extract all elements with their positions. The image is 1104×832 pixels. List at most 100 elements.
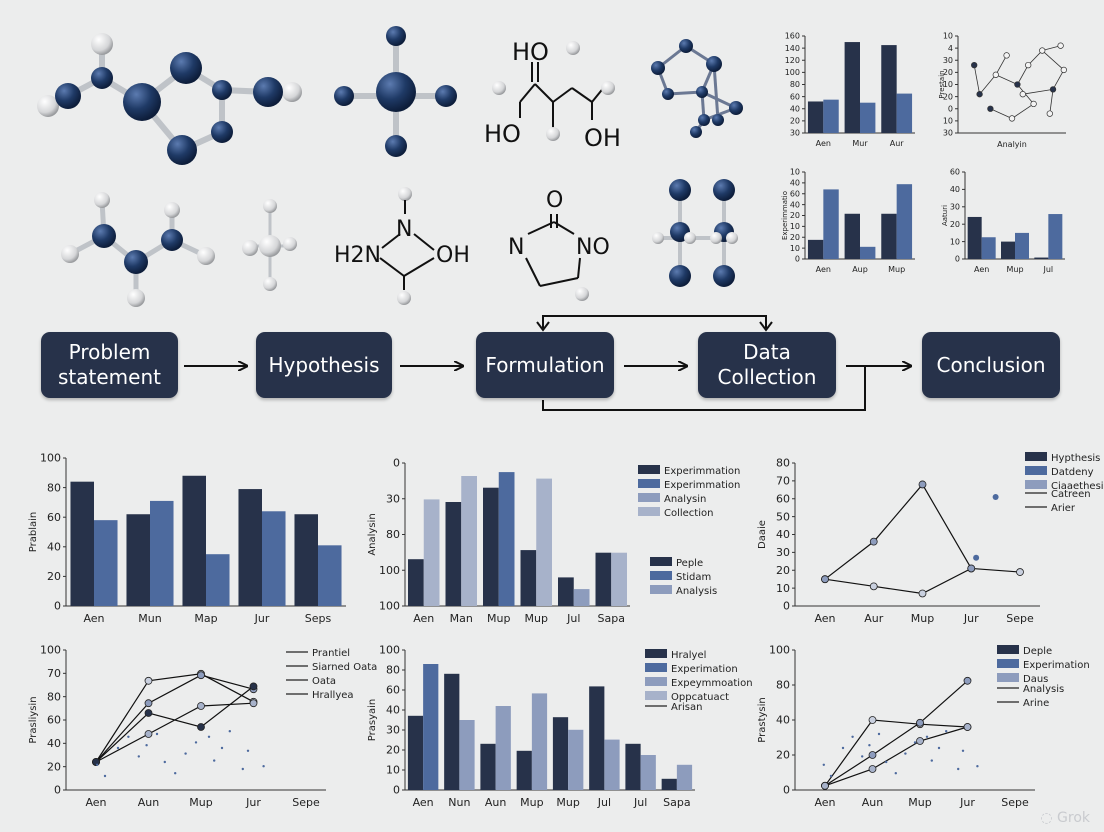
- y-tick-label: 40: [950, 185, 960, 194]
- legend-label: Ciaaethesis: [1051, 481, 1104, 492]
- legend-label: Collection: [664, 508, 713, 519]
- x-tick-label: Seps: [305, 612, 332, 625]
- x-tick-label: Sepe: [1006, 612, 1034, 625]
- x-tick-label: Sepe: [1001, 796, 1029, 809]
- data-point: [987, 105, 994, 112]
- series-line: [95, 674, 254, 763]
- y-tick-label: 20: [790, 211, 800, 220]
- edge: [973, 65, 980, 95]
- bar: [558, 577, 574, 606]
- x-tick-label: Mup: [556, 796, 579, 809]
- flow-arrows: [184, 315, 910, 411]
- legend-label: Arisan: [671, 702, 702, 713]
- x-tick-label: Jul: [1043, 265, 1054, 274]
- y-axis-label: Prasyain: [367, 699, 378, 741]
- x-tick-label: Jur: [245, 796, 261, 809]
- y-tick-label: 60: [47, 511, 61, 524]
- noise-dot: [127, 735, 130, 738]
- noise-dot: [213, 759, 216, 762]
- legend-label: Siarned Oata: [312, 662, 377, 673]
- mol-label: N: [508, 235, 524, 260]
- y-tick-label: 10: [790, 222, 800, 231]
- y-tick-label: 60: [386, 684, 400, 697]
- y-axis-label: Experimmatio: [781, 191, 789, 240]
- edge: [1027, 50, 1043, 66]
- series-line: [95, 673, 254, 763]
- noise-dot: [207, 735, 211, 738]
- data-point: [1046, 110, 1053, 117]
- x-tick-label: Aen: [816, 139, 831, 148]
- y-tick-label: 0: [783, 784, 790, 797]
- y-tick-label: 60: [47, 714, 61, 727]
- legend-label: Catreen: [1051, 489, 1091, 500]
- noise-dot: [913, 741, 917, 744]
- bar: [1048, 214, 1063, 259]
- x-tick-label: Sapa: [598, 612, 625, 625]
- bar: [520, 550, 537, 606]
- data-point: [992, 71, 999, 78]
- x-tick-label: Man: [450, 612, 473, 625]
- y-tick-label: 120: [785, 56, 800, 65]
- x-tick-label: Aur: [890, 139, 905, 148]
- y-tick-label: 10: [943, 32, 953, 41]
- y-tick-label: 100: [379, 564, 400, 577]
- bar: [498, 472, 515, 606]
- y-tick-label: 80: [790, 80, 800, 89]
- data-point: [197, 723, 205, 731]
- y-tick-label: 10: [943, 80, 953, 89]
- y-tick-label: 0: [393, 784, 400, 797]
- noise-dot: [155, 732, 159, 736]
- molecule-9: [652, 179, 738, 287]
- bar: [676, 764, 693, 790]
- x-tick-label: Aen: [814, 612, 835, 625]
- legend-swatch: [645, 691, 667, 700]
- y-tick-label: 10: [790, 168, 800, 177]
- y-axis-label: Aaturi: [941, 205, 949, 226]
- series-line: [824, 680, 968, 787]
- step-label: Hypothesis: [268, 352, 380, 377]
- data-point: [868, 716, 877, 724]
- legend-swatch: [650, 571, 672, 580]
- data-point: [144, 730, 153, 738]
- data-point: [1019, 91, 1026, 98]
- legend-swatch: [650, 557, 672, 566]
- legend-label: Analysis: [676, 586, 717, 597]
- x-tick-label: Aur: [864, 612, 883, 625]
- y-tick-label: 80: [386, 664, 400, 677]
- bar: [589, 686, 605, 790]
- noise-dot: [861, 755, 864, 758]
- noise-dot: [937, 746, 941, 750]
- bar: [238, 489, 262, 606]
- x-tick-label: Jur: [254, 612, 270, 625]
- legend-label: Peple: [676, 558, 703, 569]
- y-tick-label: 40: [776, 528, 790, 541]
- legend-swatch: [1025, 452, 1047, 461]
- noise-dot: [220, 746, 224, 750]
- data-point: [1003, 52, 1010, 59]
- data-point: [144, 676, 153, 685]
- x-tick-label: Mup: [911, 612, 934, 625]
- legend-label: Analysis: [1023, 684, 1064, 695]
- feedback-arrowhead-right: [759, 321, 773, 332]
- y-axis-label: Prasliysin: [28, 696, 39, 743]
- data-point: [916, 718, 924, 727]
- mol-label: O: [546, 188, 563, 213]
- edge: [1011, 103, 1034, 119]
- step-label: Problem: [68, 340, 151, 364]
- molecule-8-ring: O N NO: [508, 188, 610, 301]
- x-tick-label: Map: [194, 612, 217, 625]
- legend-label: Stidam: [676, 572, 711, 583]
- x-tick-label: Mup: [189, 796, 212, 809]
- y-tick-label: 60: [790, 92, 800, 101]
- bar: [423, 664, 439, 790]
- y-tick-label: 100: [379, 644, 400, 657]
- y-tick-label: 40: [47, 737, 61, 750]
- bar: [1015, 232, 1029, 259]
- bar: [206, 554, 230, 606]
- noise-dot: [137, 755, 140, 758]
- noise-dot: [957, 767, 960, 771]
- data-point: [918, 480, 927, 489]
- legend-label: Analysin: [664, 494, 706, 505]
- step-label: Conclusion: [936, 352, 1046, 377]
